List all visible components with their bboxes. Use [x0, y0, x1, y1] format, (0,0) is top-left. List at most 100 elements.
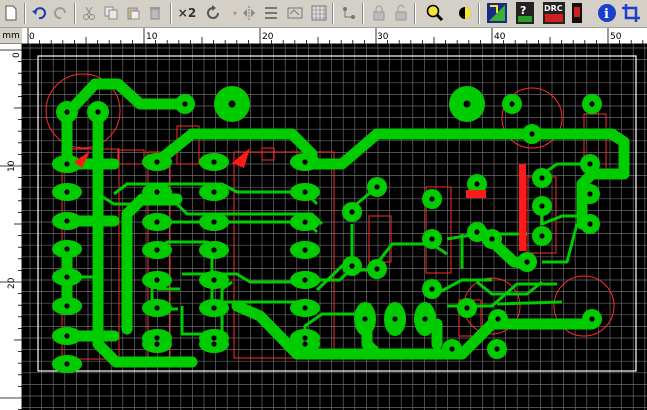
horizontal-ruler: 0 10 20 30 40 50 — [22, 28, 647, 44]
drill-hole — [374, 266, 380, 272]
drill-hole — [64, 218, 70, 224]
drill-hole — [495, 316, 501, 322]
drill-hole — [374, 184, 380, 190]
drill-hole — [349, 263, 355, 269]
drill-hole — [489, 236, 495, 242]
track — [220, 280, 233, 344]
drill-holes — [64, 100, 595, 367]
drill-hole — [529, 131, 535, 137]
pcb-board-svg[interactable] — [22, 44, 647, 410]
track — [151, 128, 630, 230]
drill-hole — [211, 305, 217, 311]
drill-hole — [182, 101, 188, 107]
cut-icon[interactable] — [78, 2, 100, 24]
component-library-icon[interactable] — [486, 2, 508, 24]
undo-icon[interactable] — [28, 2, 50, 24]
drill-hole — [587, 221, 593, 227]
vruler-label-0: 0 — [12, 52, 22, 58]
pin1-marker — [74, 151, 90, 168]
redo-icon[interactable] — [50, 2, 72, 24]
drc-label: DRC — [544, 4, 563, 13]
drill-hole — [154, 341, 160, 347]
vruler-label-20: 20 — [7, 277, 17, 289]
view-icon[interactable] — [454, 2, 476, 24]
hruler-label-0: 0 — [29, 32, 35, 42]
vruler-label-10: 10 — [7, 160, 17, 172]
silk-circle — [553, 275, 615, 337]
toolbar-separator — [414, 3, 416, 24]
toolbar-separator — [24, 3, 26, 24]
drill-hole — [64, 274, 70, 280]
drill-hole — [422, 316, 428, 322]
silk-outline — [425, 186, 452, 274]
grid-icon[interactable] — [308, 2, 330, 24]
help-component-icon[interactable]: ? — [514, 2, 536, 24]
track — [92, 106, 198, 368]
toolbar-separator — [170, 3, 172, 24]
drill-hole — [211, 335, 217, 341]
drill-hole — [302, 159, 308, 165]
drill-hole — [211, 277, 217, 283]
drill-hole — [429, 236, 435, 242]
properties-icon[interactable] — [566, 2, 588, 24]
track — [496, 300, 563, 306]
group-icon[interactable] — [284, 2, 306, 24]
drill-hole — [154, 219, 160, 225]
drill-hole — [474, 229, 480, 235]
vertical-ruler: 0 10 20 — [0, 44, 22, 410]
hruler-label-10: 10 — [146, 32, 158, 42]
rotate-icon[interactable] — [202, 2, 224, 24]
toolbar-separator — [74, 3, 76, 24]
lock-icon[interactable] — [368, 2, 390, 24]
horizontal-ruler-scale: 0 10 20 30 40 50 — [27, 28, 644, 44]
drill-hole — [463, 100, 471, 108]
drill-hole — [589, 101, 595, 107]
zoom-factor-button[interactable]: ×2 — [177, 6, 197, 20]
new-icon[interactable] — [0, 2, 22, 24]
drill-hole — [64, 333, 70, 339]
mirror-icon[interactable] — [238, 2, 260, 24]
drill-hole — [429, 196, 435, 202]
track — [431, 278, 492, 298]
drill-hole — [95, 109, 101, 115]
vertical-ruler-scale: 0 10 20 — [0, 49, 22, 410]
selection-marker — [466, 190, 486, 198]
silk-outline — [261, 147, 275, 161]
drill-hole — [589, 316, 595, 322]
chevron-down-icon[interactable]: ▾ — [232, 8, 237, 18]
toolbar-separator — [362, 3, 364, 24]
drill-hole — [302, 189, 308, 195]
delete-icon[interactable] — [144, 2, 166, 24]
drill-hole — [392, 316, 398, 322]
svg-text:?: ? — [520, 4, 526, 17]
drill-hole — [154, 247, 160, 253]
align-icon[interactable] — [260, 2, 282, 24]
drill-hole — [211, 159, 217, 165]
svg-text:i: i — [604, 7, 609, 22]
paste-icon[interactable] — [122, 2, 144, 24]
drc-icon[interactable]: DRC — [542, 2, 566, 24]
pin1-marker — [232, 148, 250, 168]
drill-hole — [154, 335, 160, 341]
crop-icon[interactable] — [620, 2, 642, 24]
info-icon[interactable]: i — [596, 2, 618, 24]
copy-icon[interactable] — [100, 2, 122, 24]
drill-hole — [302, 335, 308, 341]
hruler-label-20: 20 — [262, 32, 274, 42]
track — [476, 280, 543, 296]
pcb-canvas[interactable] — [22, 44, 647, 410]
silk-outline — [233, 151, 335, 359]
hruler-label-50: 50 — [610, 32, 622, 42]
silk-circle — [501, 87, 563, 149]
drill-hole — [211, 341, 217, 347]
zoom-icon[interactable] — [424, 2, 446, 24]
drill-hole — [539, 175, 545, 181]
route-icon[interactable] — [338, 2, 360, 24]
drill-hole — [64, 246, 70, 252]
unlock-icon[interactable] — [390, 2, 412, 24]
toolbar-separator — [332, 3, 334, 24]
drill-hole — [474, 181, 480, 187]
toolbar-separator — [478, 3, 480, 24]
drill-hole — [587, 161, 593, 167]
drill-hole — [154, 159, 160, 165]
